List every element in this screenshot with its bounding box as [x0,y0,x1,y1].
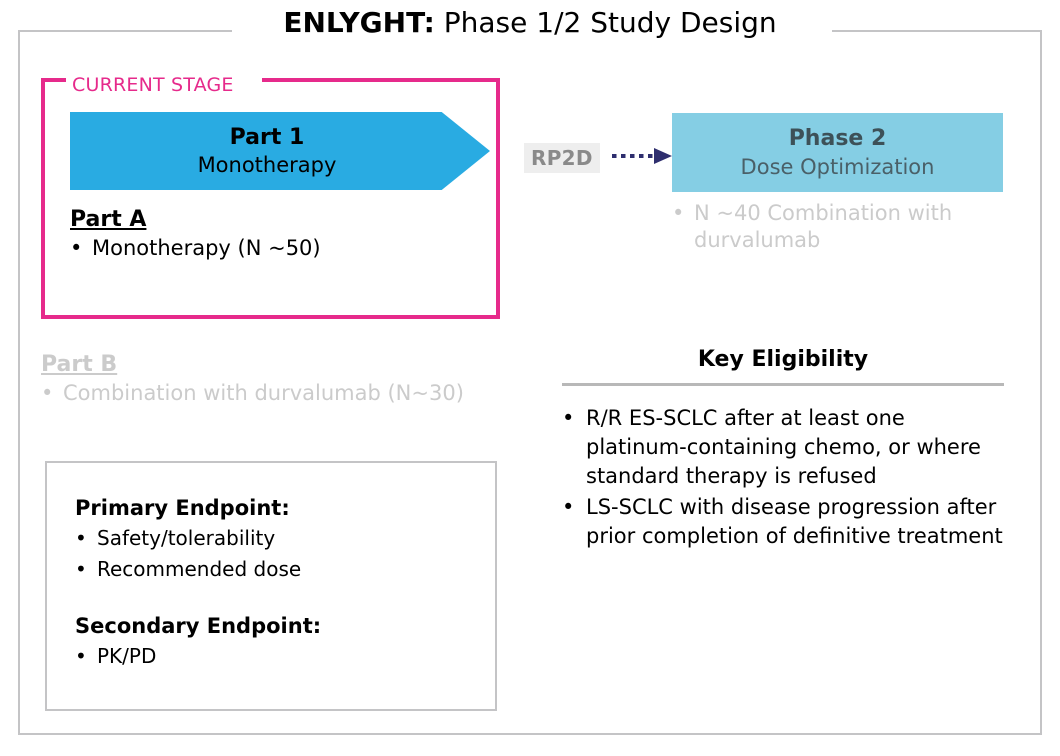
bullet-icon: • [75,557,87,581]
secondary-endpoint-item: • PK/PD [75,641,495,672]
part-b-item: • Combination with durvalumab (N~30) [41,379,481,407]
part1-chevron: Part 1 Monotherapy [70,112,490,190]
bullet-icon: • [562,495,575,519]
page-title: ENLYGHT: Phase 1/2 Study Design [0,6,1060,40]
endpoints-box: Primary Endpoint: • Safety/tolerability … [45,461,497,711]
bullet-icon: • [562,406,575,430]
primary-endpoint-item-text: Safety/tolerability [97,526,276,550]
page-title-rest: Phase 1/2 Study Design [434,6,777,39]
part-a-item-text: Monotherapy (N ~50) [92,236,321,260]
key-eligibility-heading: Key Eligibility [697,347,869,372]
rp2d-label: RP2D [524,143,600,173]
part1-subtitle: Monotherapy [197,152,337,177]
phase2-box: Phase 2 Dose Optimization [672,113,1003,192]
phase2-note-text: N ~40 Combination with durvalumab [694,201,953,252]
bullet-icon: • [672,201,685,225]
part-b-heading: Part B [41,352,118,377]
primary-endpoint-item: • Safety/tolerability [75,523,495,554]
bullet-icon: • [70,236,83,260]
key-eligibility-section: Key Eligibility • R/R ES-SCLC after at l… [562,345,1004,553]
bullet-icon: • [41,381,54,405]
phase2-subtitle: Dose Optimization [740,154,935,179]
secondary-endpoint-item-text: PK/PD [97,644,157,668]
list-item: • LS-SCLC with disease progression after… [562,493,1004,551]
part-b-item-text: Combination with durvalumab (N~30) [63,381,464,405]
key-eligibility-list: • R/R ES-SCLC after at least one platinu… [562,404,1004,551]
primary-endpoint-heading: Primary Endpoint: [75,496,290,520]
phase2-notes: • N ~40 Combination with durvalumab [672,200,1012,254]
part-a-block: Part A • Monotherapy (N ~50) [70,205,480,262]
primary-endpoint-item-text: Recommended dose [97,557,302,581]
part-b-block: Part B • Combination with durvalumab (N~… [41,350,481,407]
key-eligibility-divider [562,383,1004,386]
part-a-heading: Part A [70,207,147,232]
title-frame-gap [232,18,832,44]
page-title-strong: ENLYGHT: [283,6,435,39]
phase2-title: Phase 2 [788,125,887,151]
secondary-endpoint-heading: Secondary Endpoint: [75,614,322,638]
bullet-icon: • [75,526,87,550]
phase2-note-item: • N ~40 Combination with durvalumab [672,200,1012,254]
current-stage-box [41,78,500,319]
list-item: • R/R ES-SCLC after at least one platinu… [562,404,1004,491]
primary-endpoint-item: • Recommended dose [75,554,495,585]
part1-title: Part 1 [229,124,305,150]
bullet-icon: • [75,644,87,668]
eligibility-item-text: LS-SCLC with disease progression after p… [586,495,1003,548]
part-a-item: • Monotherapy (N ~50) [70,234,480,262]
eligibility-item-text: R/R ES-SCLC after at least one platinum-… [586,406,981,488]
dotted-arrow-icon [612,148,672,164]
endpoints-spacer [75,585,495,611]
current-stage-label: CURRENT STAGE [68,74,238,96]
